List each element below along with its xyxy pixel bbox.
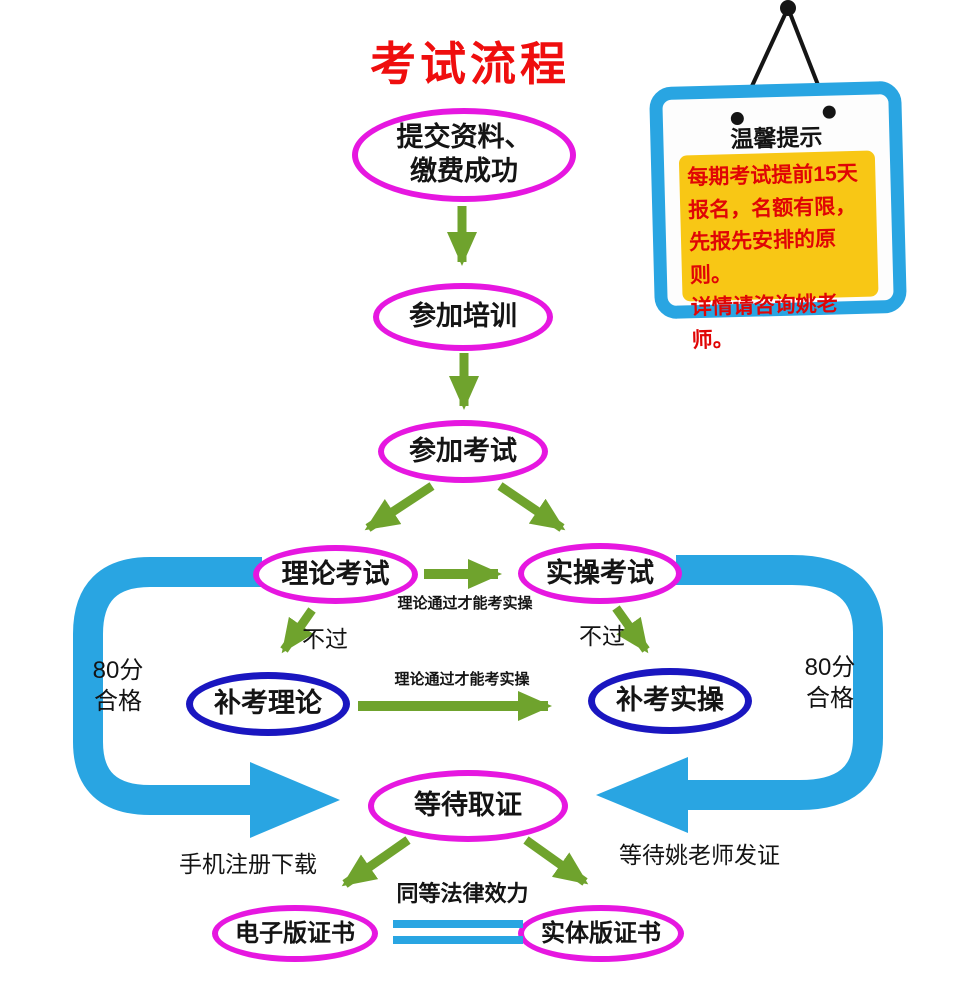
pass-loop-right-arrowhead <box>596 757 688 833</box>
label-pass-score-right: 80分 合格 <box>798 652 862 714</box>
hanger-dot <box>780 0 796 16</box>
label-teacher-issue: 等待姚老师发证 <box>619 842 780 868</box>
label-mobile-download: 手机注册下载 <box>179 851 317 877</box>
node-electronic-certificate-label: 电子版证书 <box>235 919 355 947</box>
node-physical-certificate-label: 实体版证书 <box>541 919 661 947</box>
node-training-label: 参加培训 <box>409 301 517 332</box>
node-retake-theory: 补考理论 <box>186 672 350 736</box>
notice-line-1: 每期考试提前15天 <box>687 161 858 190</box>
arrow-exam-to-practical <box>497 482 566 532</box>
label-pass-score-right-line1: 80分 <box>804 654 856 681</box>
label-pass-score-left: 80分 合格 <box>86 655 150 717</box>
node-retake-practical-label: 补考实操 <box>616 685 724 716</box>
node-practical-exam: 实操考试 <box>518 543 682 604</box>
node-theory-exam: 理论考试 <box>253 545 418 604</box>
node-wait-certificate: 等待取证 <box>368 770 568 842</box>
node-training: 参加培训 <box>373 283 553 351</box>
notice-sign: 温馨提示 每期考试提前15天 报名，名额有限， 先报先安排的原则。 详情请咨询姚… <box>649 80 907 352</box>
pass-loop-left-arrowhead <box>250 762 340 838</box>
notice-line-3: 先报先安排的原则。 <box>688 227 837 287</box>
label-equal-legal-effect: 同等法律效力 <box>396 881 529 906</box>
label-pass-score-left-line2: 合格 <box>94 688 142 716</box>
equals-sign-bar-top <box>393 920 523 928</box>
node-wait-certificate-label: 等待取证 <box>414 790 522 821</box>
label-pass-score-right-line2: 合格 <box>806 685 854 713</box>
node-retake-practical: 补考实操 <box>588 668 752 734</box>
node-retake-theory-label: 补考理论 <box>214 688 322 719</box>
notice-line-2: 报名，名额有限， <box>687 194 857 222</box>
page-title: 考试流程 <box>370 38 570 90</box>
node-physical-certificate: 实体版证书 <box>518 905 684 962</box>
node-submit-line2: 缴费成功 <box>410 156 518 186</box>
notice-line-4: 详情请咨询姚老师。 <box>690 292 839 353</box>
node-theory-exam-label: 理论考试 <box>281 558 390 589</box>
label-fail-right: 不过 <box>579 623 625 649</box>
node-electronic-certificate: 电子版证书 <box>212 905 378 962</box>
label-pass-note-top: 理论通过才能考实操 <box>397 595 533 612</box>
node-exam-label: 参加考试 <box>409 435 517 466</box>
equals-sign-bar-bottom <box>393 936 523 944</box>
label-pass-score-left-line1: 80分 <box>92 657 144 684</box>
node-practical-exam-label: 实操考试 <box>546 557 654 588</box>
label-fail-left: 不过 <box>302 626 348 652</box>
notice-body: 每期考试提前15天 报名，名额有限， 先报先安排的原则。 详情请咨询姚老师。 <box>678 150 879 352</box>
arrow-exam-to-theory <box>364 482 435 532</box>
label-pass-note-bottom: 理论通过才能考实操 <box>394 671 530 688</box>
node-submit-line1: 提交资料、 <box>396 122 532 153</box>
node-exam: 参加考试 <box>378 420 548 483</box>
node-submit: 提交资料、 缴费成功 <box>352 108 576 202</box>
